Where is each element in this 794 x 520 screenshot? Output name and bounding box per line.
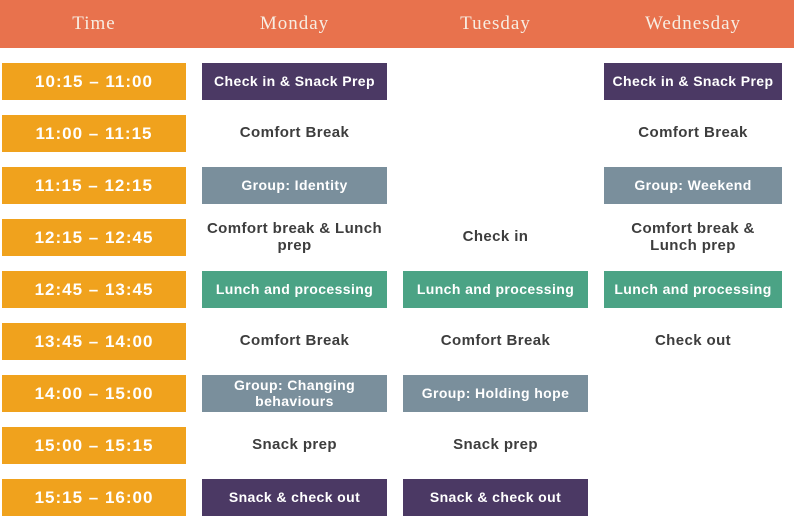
event-tuesday: Lunch and processing [403, 271, 588, 308]
event-monday: Snack & check out [202, 479, 387, 516]
event-monday: Comfort Break [239, 124, 350, 142]
event-wednesday: Comfort Break [638, 124, 748, 142]
empty-cell-tuesday [403, 63, 588, 100]
event-monday: Group: Changing behaviours [202, 375, 387, 412]
column-header-monday: Monday [259, 13, 330, 34]
column-header-wednesday: Wednesday [644, 13, 742, 34]
time-slot: 15:15 – 16:00 [2, 479, 186, 516]
time-slot: 13:45 – 14:00 [2, 323, 186, 360]
event-wednesday: Check in & Snack Prep [604, 63, 782, 100]
time-slot: 10:15 – 11:00 [2, 63, 186, 100]
event-wednesday: Group: Weekend [604, 167, 782, 204]
event-monday: Check in & Snack Prep [202, 63, 387, 100]
event-tuesday: Group: Holding hope [403, 375, 588, 412]
time-slot: 12:45 – 13:45 [2, 271, 186, 308]
time-slot: 14:00 – 15:00 [2, 375, 186, 412]
event-tuesday: Snack prep [453, 436, 538, 454]
empty-cell-wednesday [604, 427, 782, 464]
empty-cell-wednesday [604, 479, 782, 516]
empty-cell-tuesday [403, 167, 588, 204]
schedule-grid: 10:15 – 11:00 Check in & Snack Prep Chec… [0, 48, 794, 516]
event-wednesday: Check out [654, 332, 732, 350]
event-tuesday: Snack & check out [403, 479, 588, 516]
column-header-tuesday: Tuesday [460, 13, 531, 34]
time-slot: 12:15 – 12:45 [2, 219, 186, 256]
time-slot: 15:00 – 15:15 [2, 427, 186, 464]
event-wednesday: Lunch and processing [604, 271, 782, 308]
time-slot: 11:00 – 11:15 [2, 115, 186, 152]
event-tuesday: Comfort Break [440, 332, 551, 350]
event-monday: Snack prep [252, 436, 337, 454]
event-tuesday: Check in [462, 228, 529, 246]
time-slot: 11:15 – 12:15 [2, 167, 186, 204]
empty-cell-wednesday [604, 375, 782, 412]
event-monday: Comfort break & Lunch prep [206, 219, 383, 254]
column-header-time: Time [72, 13, 116, 34]
header-bar: Time Monday Tuesday Wednesday [0, 0, 794, 48]
event-monday: Lunch and processing [202, 271, 387, 308]
event-monday: Comfort Break [239, 332, 350, 350]
event-monday: Group: Identity [202, 167, 387, 204]
empty-cell-tuesday [403, 115, 588, 152]
event-wednesday: Comfort break & Lunch prep [631, 219, 755, 254]
